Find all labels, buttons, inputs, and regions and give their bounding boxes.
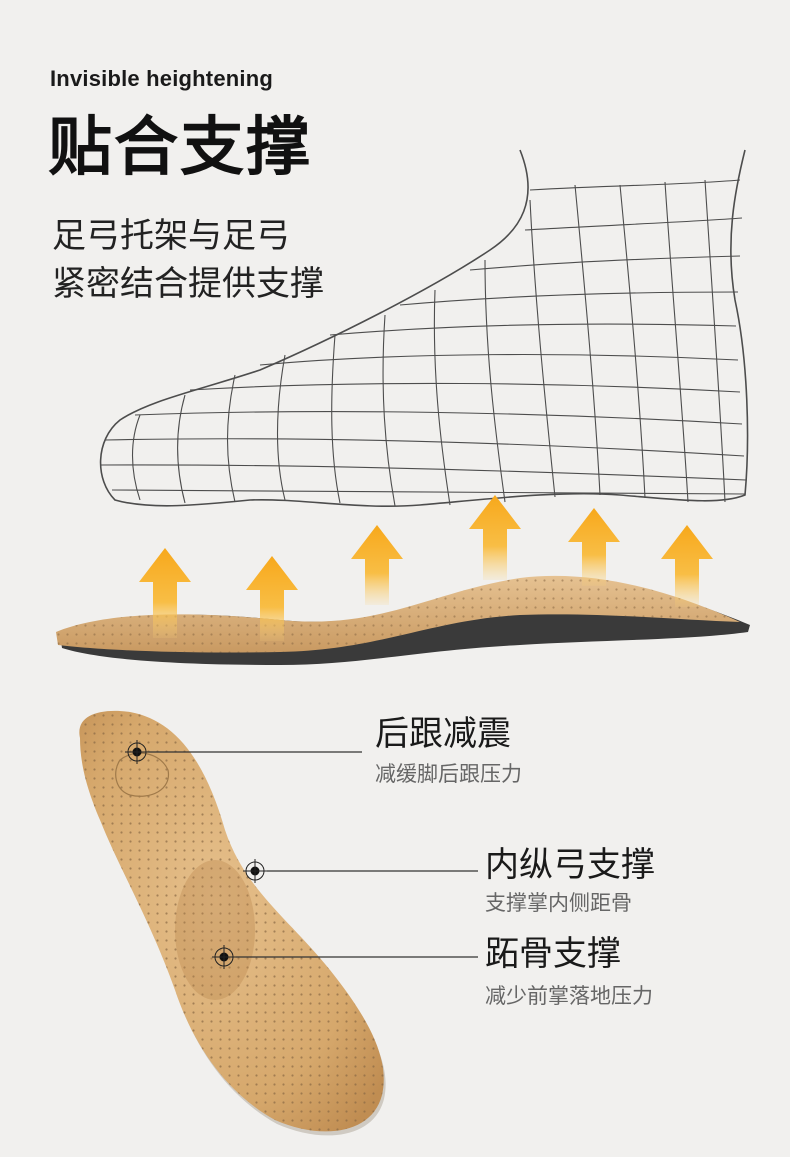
target-icon [212,945,236,969]
callout-leaders [125,740,478,969]
callout-metatarsal-title: 跖骨支撑 [485,934,621,974]
insole-top-view [79,710,386,1136]
callout-arch-title: 内纵弓支撑 [485,845,655,885]
arrow-up-icon [139,548,191,638]
callout-arch-desc: 支撑掌内侧距骨 [485,891,632,915]
target-icon [243,859,267,883]
support-arrows [139,495,713,641]
arrow-up-icon [351,525,403,605]
callout-heel-desc: 减缓脚后跟压力 [375,762,522,786]
arrow-up-icon [246,556,298,641]
arrow-up-icon [661,525,713,607]
subtitle: 足弓托架与足弓 紧密结合提供支撑 [52,212,324,308]
foot-wireframe [99,149,749,507]
arrow-up-icon [568,508,620,586]
target-icon [125,740,149,764]
subtitle-line-2: 紧密结合提供支撑 [52,264,324,304]
arrow-up-icon [469,495,521,580]
subtitle-line-1: 足弓托架与足弓 [52,216,290,256]
insole-side-view [56,575,750,665]
callout-heel-title: 后跟减震 [375,714,511,754]
page-title: 贴合支撑 [48,111,312,185]
eyebrow-text: Invisible heightening [50,66,273,91]
callout-metatarsal-desc: 减少前掌落地压力 [485,984,653,1008]
